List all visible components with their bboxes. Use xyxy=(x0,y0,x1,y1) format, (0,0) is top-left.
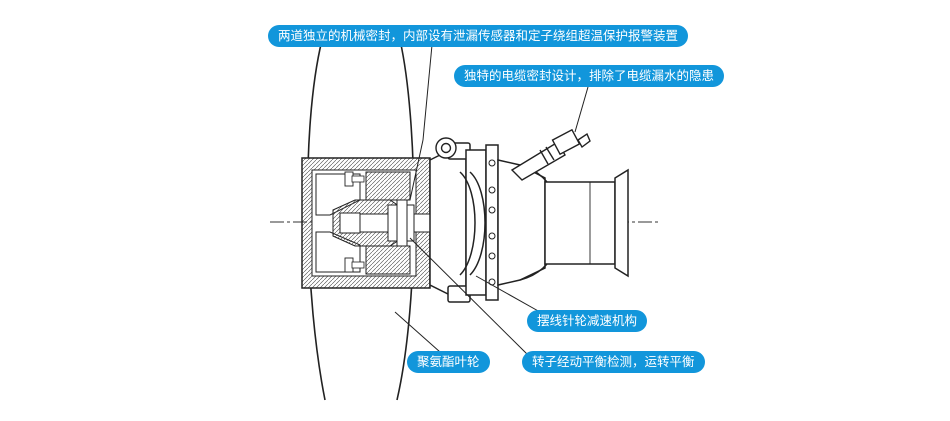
callout-impeller: 聚氨酯叶轮 xyxy=(407,351,490,373)
callout-mechanical-seal: 两道独立的机械密封，内部设有泄漏传感器和定子绕组超温保护报警装置 xyxy=(268,25,689,47)
callout-cable-seal: 独特的电缆密封设计，排除了电缆漏水的隐患 xyxy=(454,65,725,87)
callout-cycloid-reducer: 摆线针轮减速机构 xyxy=(527,310,648,332)
cable-gland xyxy=(510,128,591,181)
callout-rotor-balance: 转子经动平衡检测，运转平衡 xyxy=(522,351,705,373)
motor-housing xyxy=(429,142,499,303)
flange-bolts xyxy=(488,159,496,286)
drive-shaft xyxy=(359,199,431,247)
motor-body xyxy=(497,159,629,286)
leader-lines xyxy=(394,44,589,356)
lifting-eye xyxy=(435,137,457,159)
